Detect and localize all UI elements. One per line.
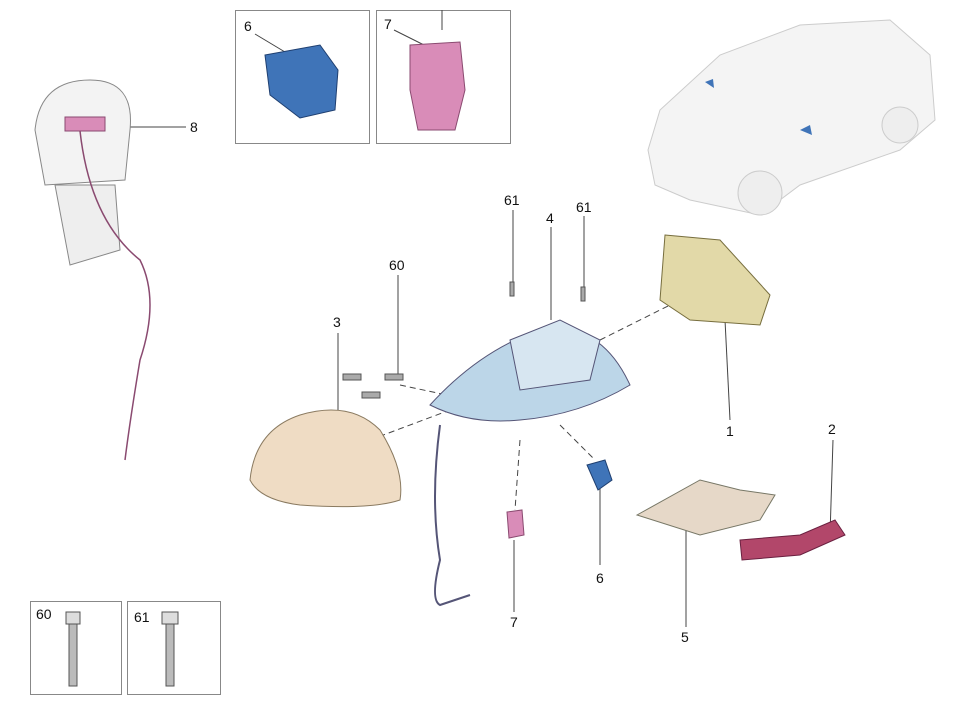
callout-7: 7 — [510, 614, 518, 630]
callout-61-right: 61 — [576, 199, 592, 215]
mirror-glass-1 — [659, 234, 771, 326]
callout-5: 5 — [681, 629, 689, 645]
indicator-2 — [739, 519, 846, 561]
car-mirror-highlight — [800, 125, 812, 135]
callout-8: 8 — [190, 119, 198, 135]
callout-6: 6 — [596, 570, 604, 586]
callout-1: 1 — [726, 423, 734, 439]
screw-61-b — [580, 286, 586, 302]
callout-7-inset: 7 — [384, 16, 392, 32]
camera-blue-6 — [586, 459, 613, 491]
inset-bolt-60 — [68, 623, 78, 687]
inset-screw-61 — [165, 623, 175, 687]
mirror-cable — [434, 424, 471, 607]
callout-60-inset: 60 — [36, 606, 52, 622]
callout-4: 4 — [546, 210, 554, 226]
bolt-60-a — [342, 373, 362, 381]
headrest-module-8 — [64, 116, 106, 132]
camera-pink-7 — [506, 509, 525, 539]
mirror-cap-3 — [249, 409, 402, 508]
bolt-60-c — [361, 391, 381, 399]
callout-60: 60 — [389, 257, 405, 273]
bolt-60-b — [384, 373, 404, 381]
car-silhouette — [647, 19, 936, 216]
callout-2: 2 — [828, 421, 836, 437]
screw-61-a — [509, 281, 515, 297]
callout-3: 3 — [333, 314, 341, 330]
lower-cover-5 — [635, 479, 776, 536]
callout-61-inset: 61 — [134, 609, 150, 625]
inset-pink-camera — [409, 41, 466, 131]
headrest — [34, 79, 131, 266]
headrest-cable — [79, 130, 151, 461]
callout-61-left: 61 — [504, 192, 520, 208]
callout-6-inset: 6 — [244, 18, 252, 34]
inset-blue-camera — [264, 44, 339, 119]
